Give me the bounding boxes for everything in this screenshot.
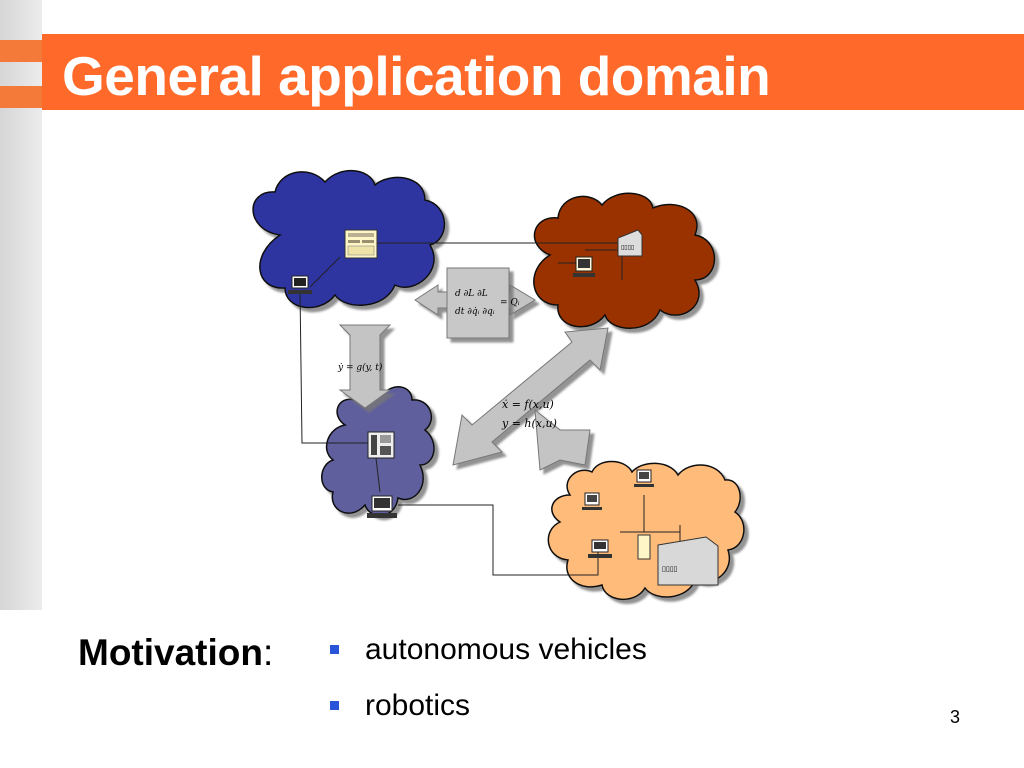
machine-label: ▯▯▯▯ xyxy=(662,565,677,573)
arrow-to-peach xyxy=(534,408,591,471)
algebraic-equation: ẏ = g(y, t) xyxy=(337,362,383,373)
motivation-bullet-list: autonomous vehicles robotics xyxy=(328,630,647,742)
machine-label: ▯▯▯▯ xyxy=(621,244,634,251)
slide-title: General application domain xyxy=(62,45,771,107)
computer-icon xyxy=(634,469,654,487)
machine-icon: ▯▯▯▯ xyxy=(617,229,643,257)
machine-icon: ▯▯▯▯ xyxy=(657,536,719,586)
bullet-text: autonomous vehicles xyxy=(365,633,647,666)
bullet-item: autonomous vehicles xyxy=(328,630,647,686)
double-arrow-blue-slate xyxy=(338,324,392,409)
controller-icon xyxy=(367,431,395,459)
bullet-item: robotics xyxy=(328,686,647,742)
side-decoration-stripe xyxy=(0,86,42,108)
application-domain-diagram: d ∂L ∂L dt ∂q̇ᵢ ∂qᵢ = Qᵢ ẏ = g(y, t) ẋ =… xyxy=(252,169,745,601)
computer-icon xyxy=(573,256,595,277)
cloud-brown xyxy=(533,192,716,329)
computer-icon xyxy=(582,492,602,510)
tower-icon xyxy=(637,534,651,560)
motivation-colon: : xyxy=(262,632,274,673)
output-equation: y = h(x,u) xyxy=(501,417,557,430)
bullet-square-icon xyxy=(330,701,339,710)
title-band xyxy=(42,34,1024,110)
motivation-label: Motivation: xyxy=(78,632,273,674)
state-equation: ẋ = f(x,u) xyxy=(502,398,554,411)
double-arrow-diagonal xyxy=(452,327,609,466)
computer-icon xyxy=(588,539,612,558)
motivation-text: Motivation xyxy=(78,632,263,673)
page-number: 3 xyxy=(950,707,961,727)
lagrange-equation-rhs: = Qᵢ xyxy=(500,298,520,308)
lagrange-equation-box xyxy=(446,267,510,339)
side-decoration-stripe xyxy=(0,40,42,62)
bullet-text: robotics xyxy=(365,689,471,722)
computer-icon xyxy=(288,275,312,294)
lagrange-equation-top: d ∂L ∂L xyxy=(455,289,488,299)
bullet-square-icon xyxy=(330,645,339,654)
lagrange-equation-bottom: dt ∂q̇ᵢ ∂qᵢ xyxy=(455,307,495,317)
server-icon xyxy=(344,229,378,259)
computer-icon xyxy=(367,495,397,518)
